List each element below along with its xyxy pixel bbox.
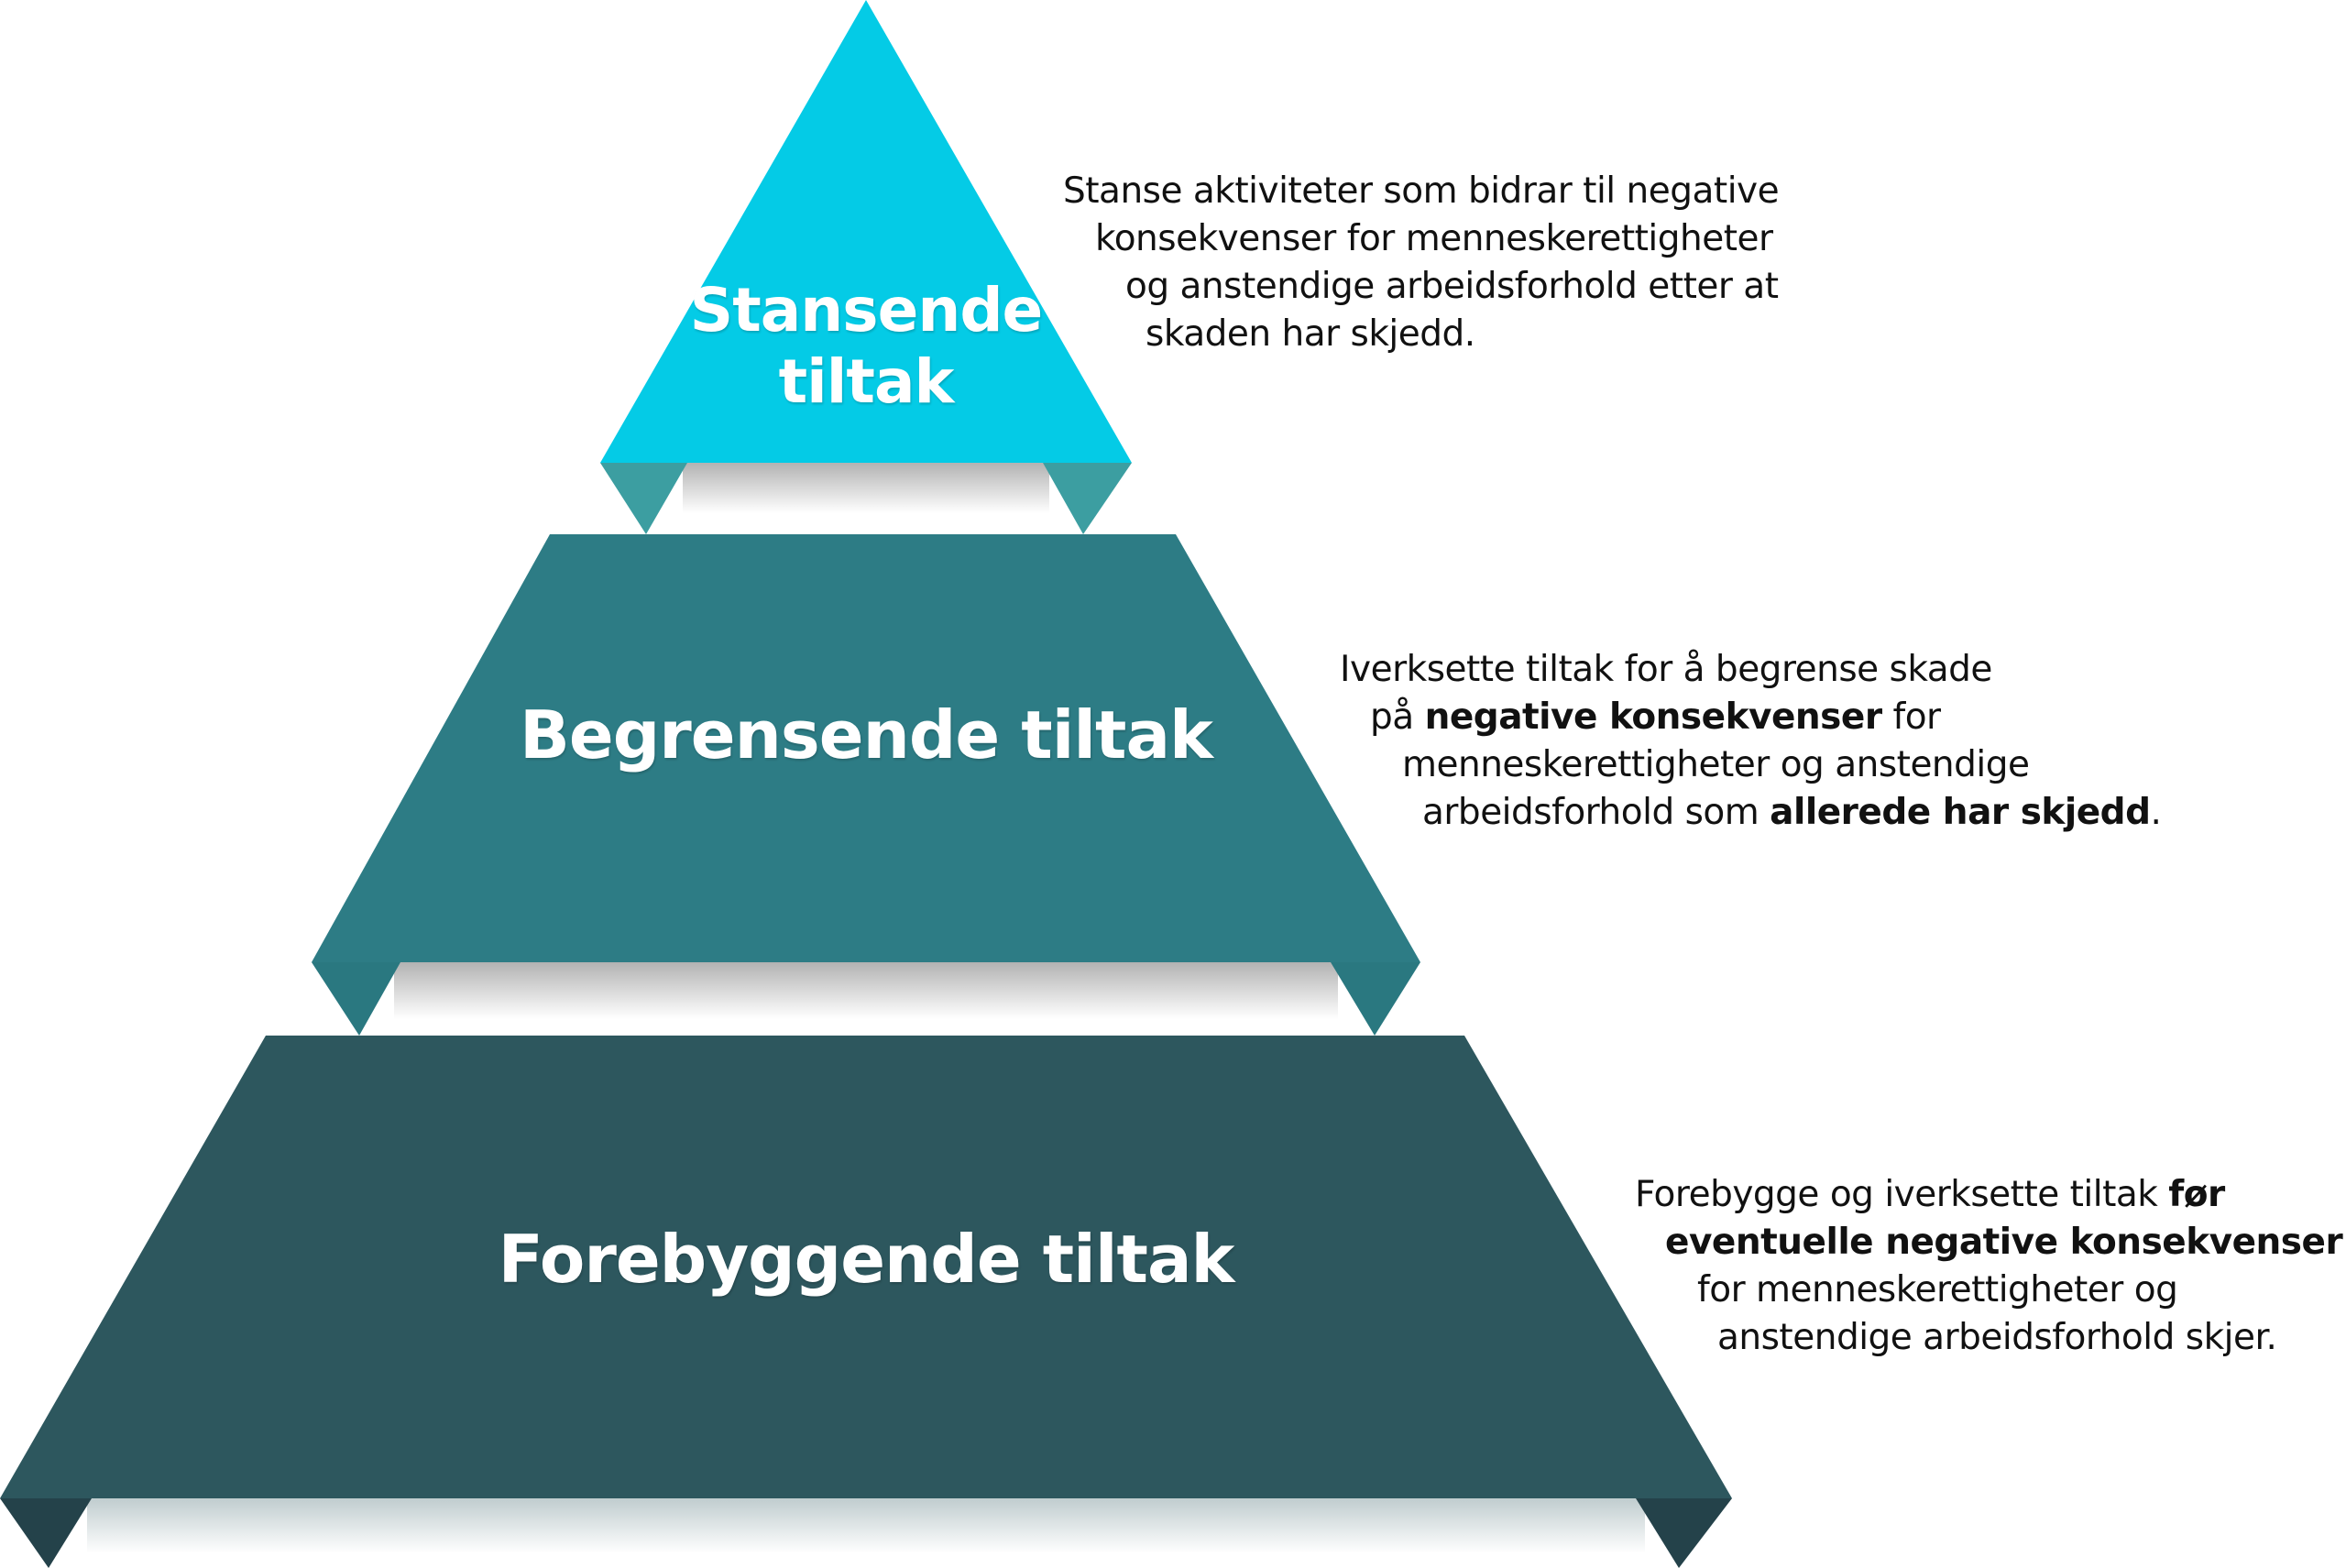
tier-top-shape	[600, 0, 1132, 534]
tier-middle-body	[312, 534, 1420, 962]
description-text: Forebygge og iverksette tiltak	[1635, 1174, 2169, 1215]
description-text: arbeidsforhold som	[1422, 792, 1770, 833]
tier-bottom-label: Forebyggende tiltak	[498, 1221, 1235, 1298]
description-line: Stanse aktiviteter som bidrar til negati…	[1063, 170, 1780, 212]
tier-top-label-line2: tiltak	[778, 345, 955, 417]
tier-middle-description: Iverksette tiltak for å begrense skade p…	[1340, 646, 2162, 837]
tier-top-label: Stansende tiltak	[641, 275, 1091, 418]
tier-middle-label: Begrensende tiltak	[520, 696, 1213, 773]
description-line: skaden har skjedd.	[1146, 313, 1475, 355]
description-text: på	[1370, 696, 1425, 738]
description-line: eventuelle negative konsekvenser	[1635, 1219, 2343, 1266]
description-emphasis: før	[2168, 1174, 2225, 1215]
description-line: anstendige arbeidsforhold skjer.	[1635, 1314, 2342, 1362]
description-text: menneskerettigheter og anstendige	[1402, 744, 2030, 785]
description-line: og anstendige arbeidsforhold etter at	[1125, 266, 1779, 307]
tier-top-right-fold	[1043, 463, 1132, 534]
description-line: Iverksette tiltak for å begrense skade	[1340, 646, 2161, 694]
description-text: for menneskerettigheter og	[1697, 1269, 2178, 1310]
tier-middle-left-fold	[312, 962, 400, 1036]
description-text: for	[1881, 696, 1941, 738]
tier-middle-shadow	[394, 962, 1338, 1019]
description-line: for menneskerettigheter og	[1635, 1266, 2342, 1314]
tier-bottom-shape	[0, 1036, 1732, 1568]
description-line: Forebygge og iverksette tiltak før	[1635, 1171, 2342, 1219]
description-emphasis: allerede har skjedd	[1770, 792, 2151, 833]
description-text: .	[2150, 792, 2162, 833]
description-emphasis: eventuelle negative konsekvenser	[1665, 1222, 2343, 1263]
tier-bottom-shadow	[87, 1498, 1645, 1553]
description-line: på negative konsekvenser for	[1340, 694, 2161, 741]
description-text: Iverksette tiltak for å begrense skade	[1340, 649, 1992, 690]
tier-bottom-body	[0, 1036, 1732, 1498]
tier-top-label-line1: Stansende	[689, 275, 1044, 345]
description-line: menneskerettigheter og anstendige	[1340, 741, 2161, 789]
tier-middle-shape	[312, 534, 1420, 1036]
tier-top-left-fold	[600, 463, 687, 534]
tier-top-shadow	[683, 463, 1049, 513]
tier-bottom-description: Forebygge og iverksette tiltak før event…	[1635, 1171, 2343, 1362]
tier-top-body	[600, 0, 1132, 463]
tier-middle-right-fold	[1331, 962, 1420, 1036]
tier-bottom-right-fold	[1636, 1498, 1732, 1568]
description-line: konsekvenser for menneskerettigheter	[1095, 218, 1773, 259]
description-line: arbeidsforhold som allerede har skjedd.	[1340, 789, 2162, 837]
tier-bottom-left-fold	[0, 1498, 92, 1568]
description-emphasis: negative konsekvenser	[1424, 696, 1883, 738]
tier-top-description: Stanse aktiviteter som bidrar til negati…	[1063, 168, 1780, 358]
description-text: anstendige arbeidsforhold skjer.	[1717, 1317, 2277, 1358]
